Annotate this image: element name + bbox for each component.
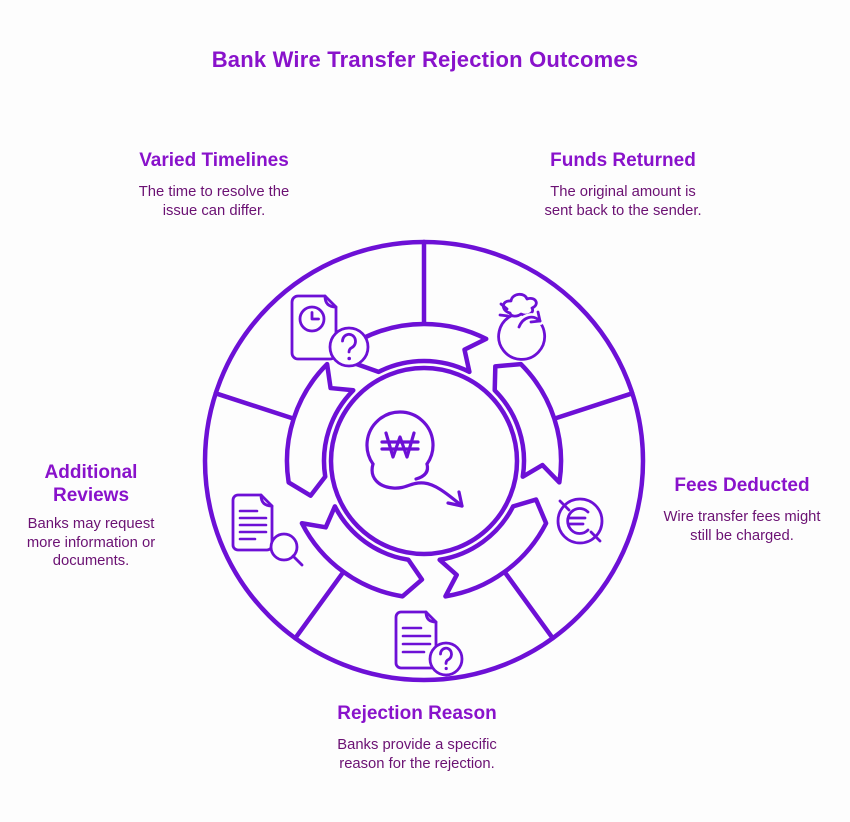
rejection-outcomes-wheel	[202, 239, 646, 683]
section-description: Wire transfer fees might still be charge…	[663, 509, 821, 544]
ring-arrow-segment	[437, 497, 549, 599]
question-dot	[347, 356, 351, 361]
sector-divider	[293, 570, 346, 641]
question-badge	[428, 641, 464, 677]
magnifier-lens	[269, 532, 299, 562]
section-description: The original amount is sent back to the …	[544, 184, 702, 219]
question-dot	[444, 666, 448, 671]
document-question-icon	[394, 610, 464, 677]
center-circle	[328, 365, 520, 557]
section-heading: Rejection Reason	[337, 703, 497, 724]
document-fold	[323, 294, 338, 309]
page-title: Bank Wire Transfer Rejection Outcomes	[211, 47, 639, 72]
document-lines	[238, 509, 268, 541]
decline-arrow-head	[446, 490, 464, 508]
section-rejection-reason: Rejection Reason Banks provide a specifi…	[297, 702, 537, 773]
section-description: Banks may request more information or do…	[26, 516, 156, 569]
document-search-icon	[231, 493, 304, 567]
bag-knot	[501, 292, 538, 318]
ring-arrow-segment	[299, 504, 425, 599]
section-funds-returned: Funds Returned The original amount is se…	[503, 149, 743, 220]
euro-coin-icon	[556, 497, 604, 545]
coin-circle	[556, 497, 604, 545]
speech-bubble	[365, 410, 435, 466]
return-arrow-head	[529, 310, 542, 324]
section-heading: Varied Timelines	[139, 150, 289, 171]
sector-divider	[213, 391, 296, 421]
coin-ticks	[558, 499, 602, 543]
won-symbol	[380, 431, 420, 459]
section-description: The time to resolve the issue can differ…	[138, 184, 290, 219]
won-currency-decline-icon	[365, 410, 464, 508]
document-fold	[259, 493, 274, 508]
money-bag-return-icon	[497, 292, 547, 361]
section-heading: Additional Reviews	[44, 462, 138, 506]
question-badge	[328, 326, 370, 368]
section-additional-reviews: Additional Reviews Banks may request mor…	[11, 461, 171, 571]
bag-ties	[498, 302, 510, 318]
section-heading: Fees Deducted	[674, 475, 810, 496]
magnifier-handle	[291, 554, 304, 567]
section-varied-timelines: Varied Timelines The time to resolve the…	[94, 149, 334, 220]
question-mark	[341, 332, 357, 354]
euro-symbol	[566, 507, 590, 535]
speech-bubble-curl	[414, 462, 430, 481]
document-clock-question-icon	[290, 294, 370, 368]
bag-body	[497, 314, 547, 361]
document-lines	[401, 626, 432, 654]
document-fold	[424, 610, 438, 624]
section-description: Banks provide a specific reason for the …	[337, 737, 497, 772]
clock-hands	[310, 311, 320, 321]
decline-arrow	[370, 462, 464, 508]
question-mark	[439, 646, 453, 665]
sector-divider	[552, 391, 635, 421]
sector-dividers	[213, 239, 635, 641]
ring-arrow-segment	[353, 321, 489, 375]
ring-arrow-segment	[492, 361, 564, 485]
section-fees-deducted: Fees Deducted Wire transfer fees might s…	[622, 474, 850, 545]
sector-divider	[502, 570, 555, 641]
ring-arrow-segment	[284, 361, 356, 498]
section-heading: Funds Returned	[550, 150, 696, 171]
return-arrow	[517, 315, 542, 329]
